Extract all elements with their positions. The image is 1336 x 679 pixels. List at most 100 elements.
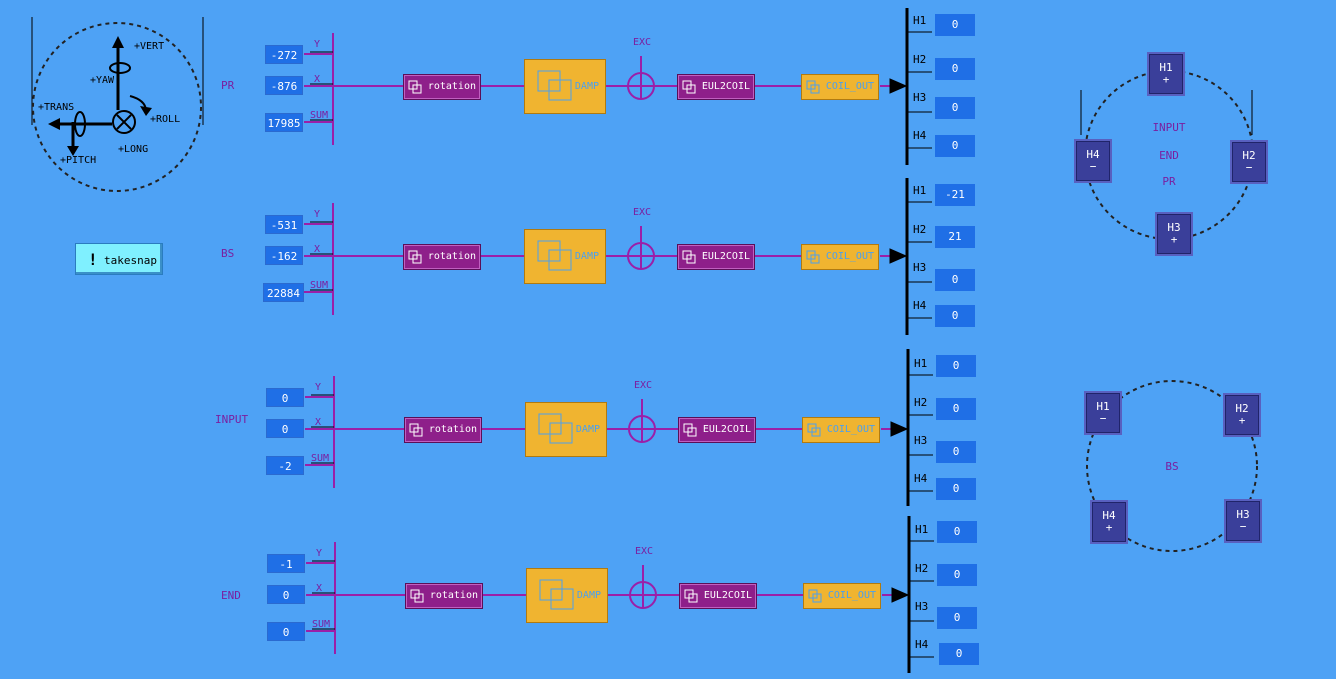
block-icon	[807, 423, 821, 437]
block-icon	[684, 589, 698, 603]
coil-name: H3	[1236, 508, 1250, 521]
takesnap-button[interactable]: ! takesnap	[75, 243, 163, 275]
input-eul2coil-block[interactable]: EUL2COIL	[678, 417, 756, 443]
top-h2-coil-button[interactable]: H2 −	[1230, 140, 1268, 184]
block-icon	[808, 589, 822, 603]
block-icon	[682, 250, 696, 264]
top-h1-coil-button[interactable]: H1 +	[1147, 52, 1185, 96]
sum-label: SUM	[310, 280, 329, 291]
row-label-input: INPUT	[215, 413, 249, 426]
block-icon	[539, 579, 574, 610]
h3-label: H3	[913, 261, 927, 274]
coil-sign: +	[1170, 233, 1178, 246]
h4-label: H4	[914, 472, 928, 485]
pr-sum-input[interactable]: 17985	[265, 113, 303, 132]
block-icon	[410, 589, 424, 603]
sum-label: SUM	[310, 110, 329, 121]
row-wires	[304, 33, 897, 654]
block-icon	[682, 80, 696, 94]
bs-h2-output: 21	[935, 226, 975, 248]
x-label: X	[314, 74, 321, 85]
sum-label: SUM	[311, 453, 330, 464]
end-h4-output: 0	[939, 643, 979, 665]
coil-name: H4	[1102, 509, 1116, 522]
coil-sign: −	[1099, 412, 1107, 425]
input-sum-input[interactable]: -2	[266, 456, 304, 475]
exc-label: EXC	[633, 37, 652, 48]
input-h4-output: 0	[936, 478, 976, 500]
rotation-label: rotation	[429, 590, 478, 601]
pr-x-input[interactable]: -876	[265, 76, 303, 95]
axis-compass	[31, 17, 204, 192]
top-h4-coil-button[interactable]: H4 −	[1074, 139, 1112, 183]
bs-rotation-block[interactable]: rotation	[403, 244, 481, 270]
input-damp-block[interactable]: DAMP	[525, 402, 607, 457]
pr-h4-output: 0	[935, 135, 975, 157]
end-h3-output: 0	[937, 607, 977, 629]
bs-y-input[interactable]: -531	[265, 215, 303, 234]
h2-label: H2	[915, 562, 929, 575]
end-h2-output: 0	[937, 564, 977, 586]
pr-y-input[interactable]: -272	[265, 45, 303, 64]
pr-eul2coil-block[interactable]: EUL2COIL	[677, 74, 755, 100]
block-icon	[537, 240, 572, 271]
bottom-h3-coil-button[interactable]: H3 −	[1224, 499, 1262, 543]
bottom-h1-coil-button[interactable]: H1 −	[1084, 391, 1122, 435]
pr-damp-block[interactable]: DAMP	[524, 59, 606, 114]
pr-coil-out-block[interactable]: COIL_OUT	[801, 74, 879, 100]
block-icon	[806, 80, 820, 94]
coil-name: H2	[1235, 402, 1249, 415]
end-coil-out-block[interactable]: COIL_OUT	[803, 583, 881, 609]
bs-coil-out-block[interactable]: COIL_OUT	[801, 244, 879, 270]
exclamation-icon: !	[88, 250, 98, 269]
input-y-input[interactable]: 0	[266, 388, 304, 407]
h2-label: H2	[913, 53, 927, 66]
block-icon	[408, 250, 422, 264]
end-sum-input[interactable]: 0	[267, 622, 305, 641]
bottom-h2-coil-button[interactable]: H2 +	[1223, 393, 1261, 437]
eul2coil-label: EUL2COIL	[703, 590, 752, 601]
rotation-label: rotation	[427, 251, 476, 262]
h4-label: H4	[913, 299, 927, 312]
coil-out-label: COIL_OUT	[827, 590, 876, 601]
coil-out-label: COIL_OUT	[825, 251, 874, 262]
pr-rotation-block[interactable]: rotation	[403, 74, 481, 100]
top-h3-coil-button[interactable]: H3 +	[1155, 212, 1193, 256]
y-label: Y	[316, 548, 323, 559]
x-label: X	[315, 417, 322, 428]
end-damp-block[interactable]: DAMP	[526, 568, 608, 623]
end-y-input[interactable]: -1	[267, 554, 305, 573]
exc-label: EXC	[635, 546, 654, 557]
bs-eul2coil-block[interactable]: EUL2COIL	[677, 244, 755, 270]
coil-sign: −	[1245, 161, 1253, 174]
input-coil-out-block[interactable]: COIL_OUT	[802, 417, 880, 443]
block-icon	[806, 250, 820, 264]
block-icon	[538, 413, 573, 444]
h3-label: H3	[913, 91, 927, 104]
coil-sign: +	[1162, 73, 1170, 86]
exc-label: EXC	[634, 380, 653, 391]
bs-x-input[interactable]: -162	[265, 246, 303, 265]
end-x-input[interactable]: 0	[267, 585, 305, 604]
end-eul2coil-block[interactable]: EUL2COIL	[679, 583, 757, 609]
bottom-h4-coil-button[interactable]: H4 +	[1090, 500, 1128, 544]
block-icon	[408, 80, 422, 94]
damp-label: DAMP	[574, 250, 599, 262]
y-label: Y	[314, 209, 321, 220]
bs-damp-block[interactable]: DAMP	[524, 229, 606, 284]
input-h1-output: 0	[936, 355, 976, 377]
input-h2-output: 0	[936, 398, 976, 420]
coil-name: H2	[1242, 149, 1256, 162]
yaw-axis-label: +YAW	[90, 75, 115, 86]
eul2coil-label: EUL2COIL	[701, 81, 750, 92]
input-x-input[interactable]: 0	[266, 419, 304, 438]
diagram-label-input: INPUT	[1152, 121, 1186, 134]
input-rotation-block[interactable]: rotation	[404, 417, 482, 443]
h4-label: H4	[913, 129, 927, 142]
trans-axis-label: +TRANS	[38, 102, 75, 113]
h1-label: H1	[913, 184, 927, 197]
rotation-label: rotation	[428, 424, 477, 435]
bs-sum-input[interactable]: 22884	[263, 283, 304, 302]
end-rotation-block[interactable]: rotation	[405, 583, 483, 609]
